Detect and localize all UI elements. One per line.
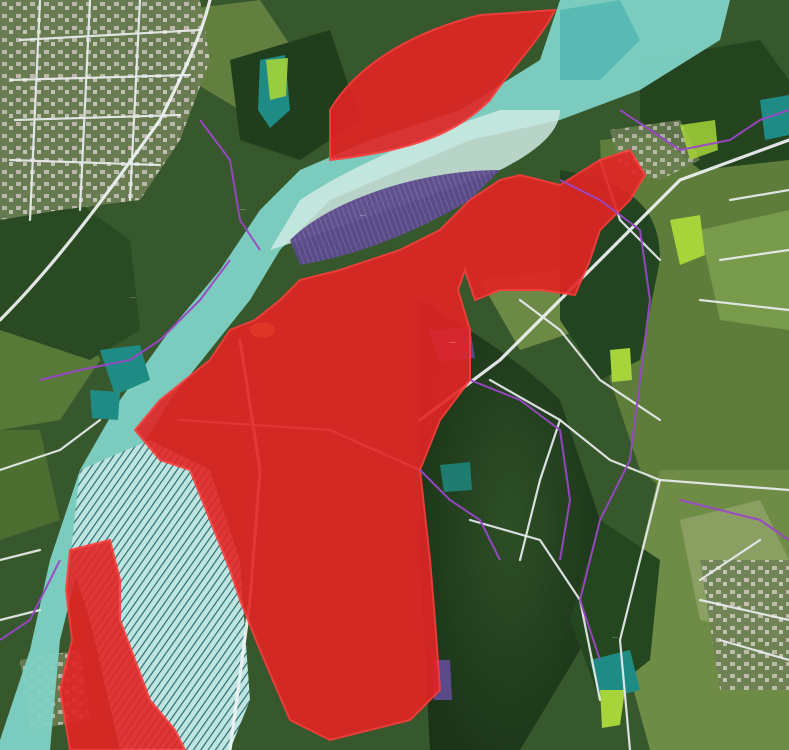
svg-text:···: ··· [450, 340, 456, 347]
red-zone-north[interactable] [329, 8, 557, 162]
parcel-labels: ··· ··· ··· ··· ··· ··· [130, 167, 648, 642]
svg-text:···: ··· [642, 167, 648, 174]
red-zone-southwest[interactable] [58, 538, 187, 750]
boundary-lines [0, 109, 789, 661]
svg-text:···: ··· [612, 635, 618, 642]
red-zone-central[interactable] [133, 148, 647, 742]
svg-text:···: ··· [360, 213, 366, 220]
red-zones [58, 8, 647, 750]
svg-text:···: ··· [240, 207, 246, 214]
minor-zones [90, 55, 789, 728]
svg-text:···: ··· [130, 295, 136, 302]
